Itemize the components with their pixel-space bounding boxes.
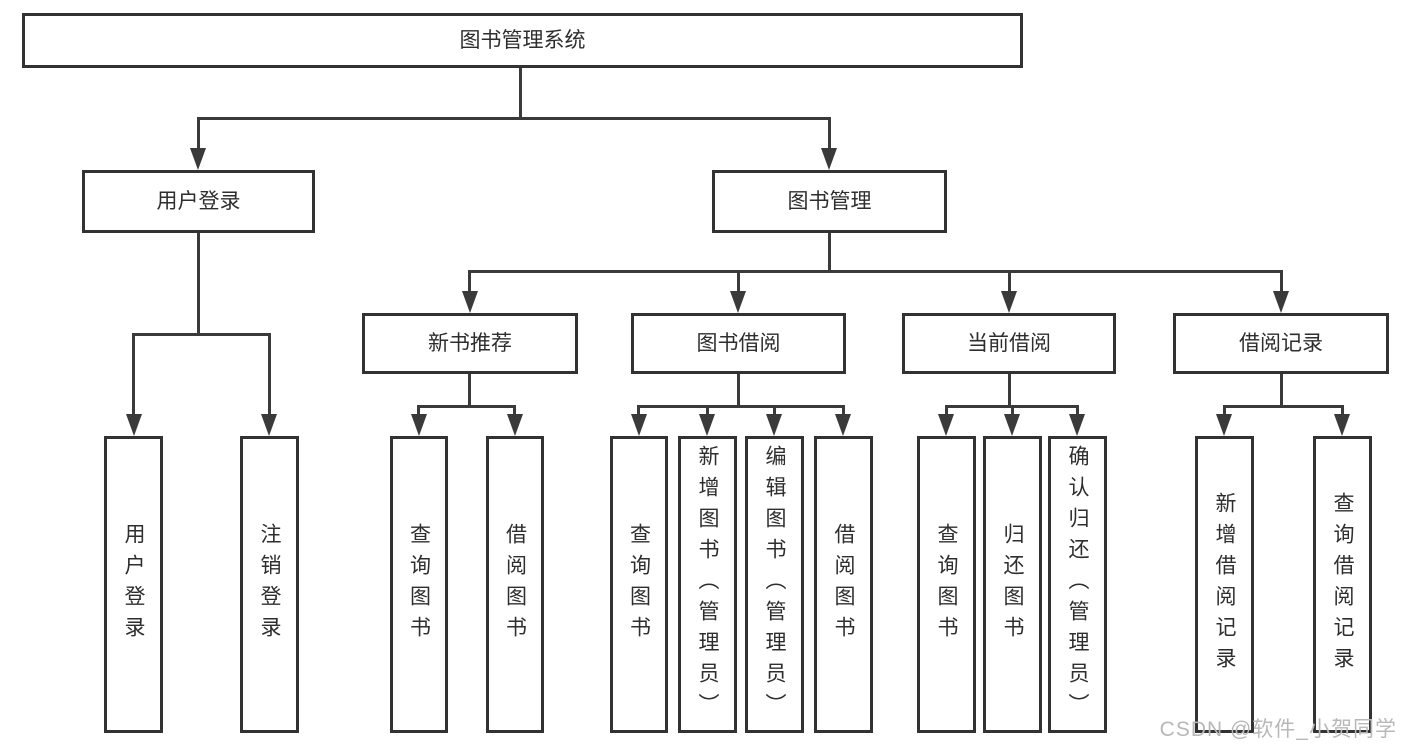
node-user-login: 用户登录 [82, 170, 315, 233]
node-label: 借阅记录 [1239, 332, 1323, 355]
node-label: 新增图书（管理员） [696, 445, 719, 724]
node-label: 借阅图书 [503, 522, 527, 647]
node-label: 图书借阅 [696, 332, 781, 355]
node-label: 查询图书 [627, 522, 651, 647]
node-label: 归还图书 [1001, 522, 1024, 647]
node-label: 查询借阅记录 [1331, 491, 1354, 678]
leaf-edit-books-admin: 编辑图书（管理员） [745, 436, 804, 733]
arrowhead-icon [835, 414, 851, 436]
arrowhead-icon [411, 414, 427, 436]
connector-line [945, 405, 948, 417]
arrowhead-icon [462, 291, 478, 313]
arrowhead-icon [1334, 414, 1350, 436]
node-label: 确认归还（管理员） [1066, 445, 1089, 724]
node-borrow-records: 借阅记录 [1173, 313, 1389, 374]
leaf-return-books: 归还图书 [983, 436, 1042, 733]
leaf-logout: 注销登录 [240, 436, 299, 733]
leaf-query-books-recommend: 查询图书 [390, 436, 448, 733]
leaf-user-login: 用户登录 [104, 436, 163, 733]
node-label: 查询图书 [935, 522, 958, 647]
leaf-confirm-return-admin: 确认归还（管理员） [1048, 436, 1107, 733]
node-label: 借阅图书 [832, 522, 855, 647]
arrowhead-icon [730, 291, 746, 313]
connector-line [828, 233, 831, 272]
leaf-query-books-borrowing: 查询图书 [610, 436, 668, 733]
arrowhead-icon [1004, 414, 1020, 436]
arrowhead-icon [1001, 291, 1017, 313]
arrowhead-icon [507, 414, 523, 436]
connector-line [1011, 405, 1014, 417]
node-label: 图书管理系统 [459, 29, 586, 52]
connector-line [513, 405, 516, 417]
connector-line [197, 233, 200, 335]
connector-line [1341, 405, 1344, 417]
leaf-query-borrow-record: 查询借阅记录 [1313, 436, 1372, 733]
connector-line [132, 333, 271, 336]
connector-line [842, 405, 845, 417]
node-book-management: 图书管理 [712, 170, 947, 233]
connector-line [1223, 405, 1344, 408]
arrowhead-icon [261, 414, 277, 436]
connector-line [197, 117, 831, 120]
connector-line [706, 405, 709, 417]
arrowhead-icon [190, 148, 206, 170]
node-label: 新增借阅记录 [1213, 491, 1236, 678]
node-label: 用户登录 [156, 190, 241, 213]
leaf-borrow-books-recommend: 借阅图书 [486, 436, 544, 733]
leaf-add-books-admin: 新增图书（管理员） [678, 436, 737, 733]
connector-line [828, 117, 831, 150]
connector-line [468, 270, 471, 293]
connector-line [1280, 270, 1283, 293]
connector-line [197, 117, 200, 150]
node-label: 新书推荐 [428, 332, 512, 355]
node-current-borrowing: 当前借阅 [902, 313, 1116, 374]
connector-line [1223, 405, 1226, 417]
connector-line [1008, 374, 1011, 408]
arrowhead-icon [126, 414, 142, 436]
arrowhead-icon [1069, 414, 1085, 436]
node-label: 注销登录 [258, 522, 281, 647]
connector-line [468, 374, 471, 408]
leaf-borrow-books: 借阅图书 [814, 436, 873, 733]
connector-line [417, 405, 516, 408]
connector-line [1008, 270, 1011, 293]
arrowhead-icon [631, 414, 647, 436]
arrowhead-icon [821, 148, 837, 170]
connector-line [637, 405, 640, 417]
arrowhead-icon [938, 414, 954, 436]
watermark: CSDN @软件_小贺同学 [1159, 718, 1397, 741]
connector-line [519, 68, 522, 118]
node-label: 图书管理 [787, 190, 872, 213]
node-label: 当前借阅 [967, 332, 1051, 355]
arrowhead-icon [766, 414, 782, 436]
connector-line [773, 405, 776, 417]
node-library-system: 图书管理系统 [22, 13, 1023, 68]
connector-line [1076, 405, 1079, 417]
node-label: 用户登录 [122, 522, 145, 647]
connector-line [468, 270, 1283, 273]
arrowhead-icon [1273, 291, 1289, 313]
connector-line [737, 270, 740, 293]
node-book-borrowing: 图书借阅 [631, 313, 846, 374]
node-new-book-recommend: 新书推荐 [362, 313, 578, 374]
node-label: 编辑图书（管理员） [763, 445, 786, 724]
arrowhead-icon [1216, 414, 1232, 436]
connector-line [268, 333, 271, 417]
connector-line [132, 333, 135, 417]
connector-line [1280, 374, 1283, 408]
connector-line [737, 374, 740, 408]
node-label: 查询图书 [407, 522, 431, 647]
arrowhead-icon [699, 414, 715, 436]
leaf-query-books-current: 查询图书 [917, 436, 976, 733]
leaf-add-borrow-record: 新增借阅记录 [1195, 436, 1254, 733]
connector-line [417, 405, 420, 417]
connector-line [637, 405, 845, 408]
